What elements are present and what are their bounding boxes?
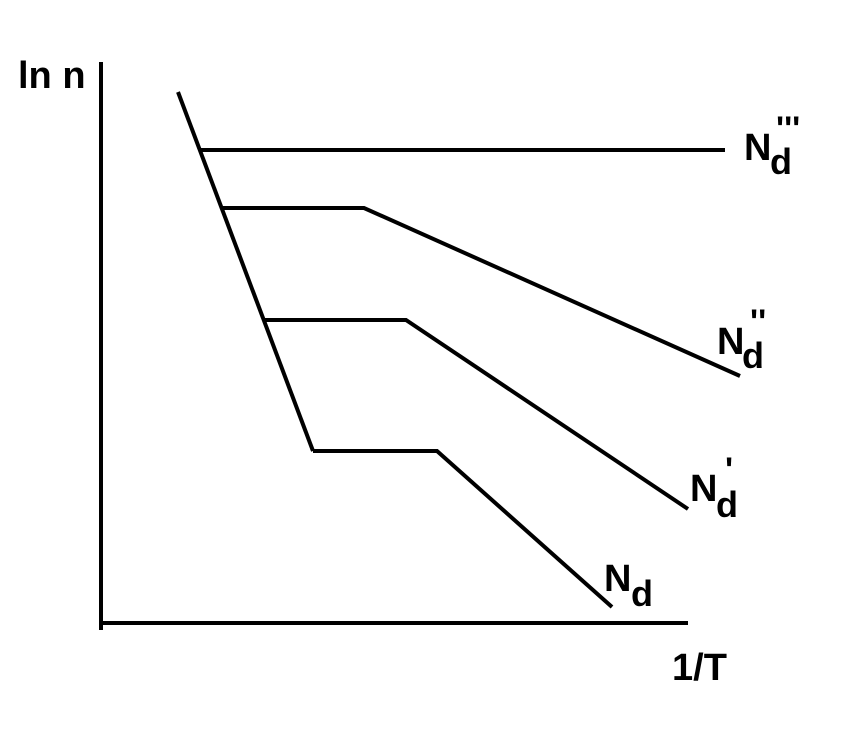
- label-nd-double-prime: N d '': [717, 303, 766, 376]
- label-nd-prime-sub: d: [716, 484, 738, 525]
- y-axis-label: ln n: [18, 55, 86, 97]
- intrinsic-line: [176, 91, 315, 452]
- label-nd-double-prime-mark: '': [750, 303, 766, 341]
- label-nd-prime-mark: ': [725, 451, 733, 489]
- curve-nd: [313, 449, 614, 609]
- curve-nd-double-prime: [222, 206, 741, 378]
- label-nd-prime: N d ': [690, 451, 738, 525]
- label-nd: N d: [604, 558, 653, 614]
- x-axis-label: 1/T: [672, 647, 727, 689]
- label-nd-base: N: [604, 558, 631, 600]
- label-nd-triple-prime-base: N: [744, 127, 771, 169]
- label-nd-triple-prime: N d ''': [744, 110, 800, 182]
- label-nd-double-prime-sub: d: [742, 335, 764, 376]
- curve-nd-prime: [264, 318, 690, 511]
- label-nd-prime-base: N: [690, 468, 717, 510]
- label-nd-triple-prime-sub: d: [770, 141, 792, 182]
- label-nd-sub: d: [631, 573, 653, 614]
- label-nd-triple-prime-mark: ''': [776, 110, 800, 148]
- label-nd-double-prime-base: N: [717, 321, 744, 363]
